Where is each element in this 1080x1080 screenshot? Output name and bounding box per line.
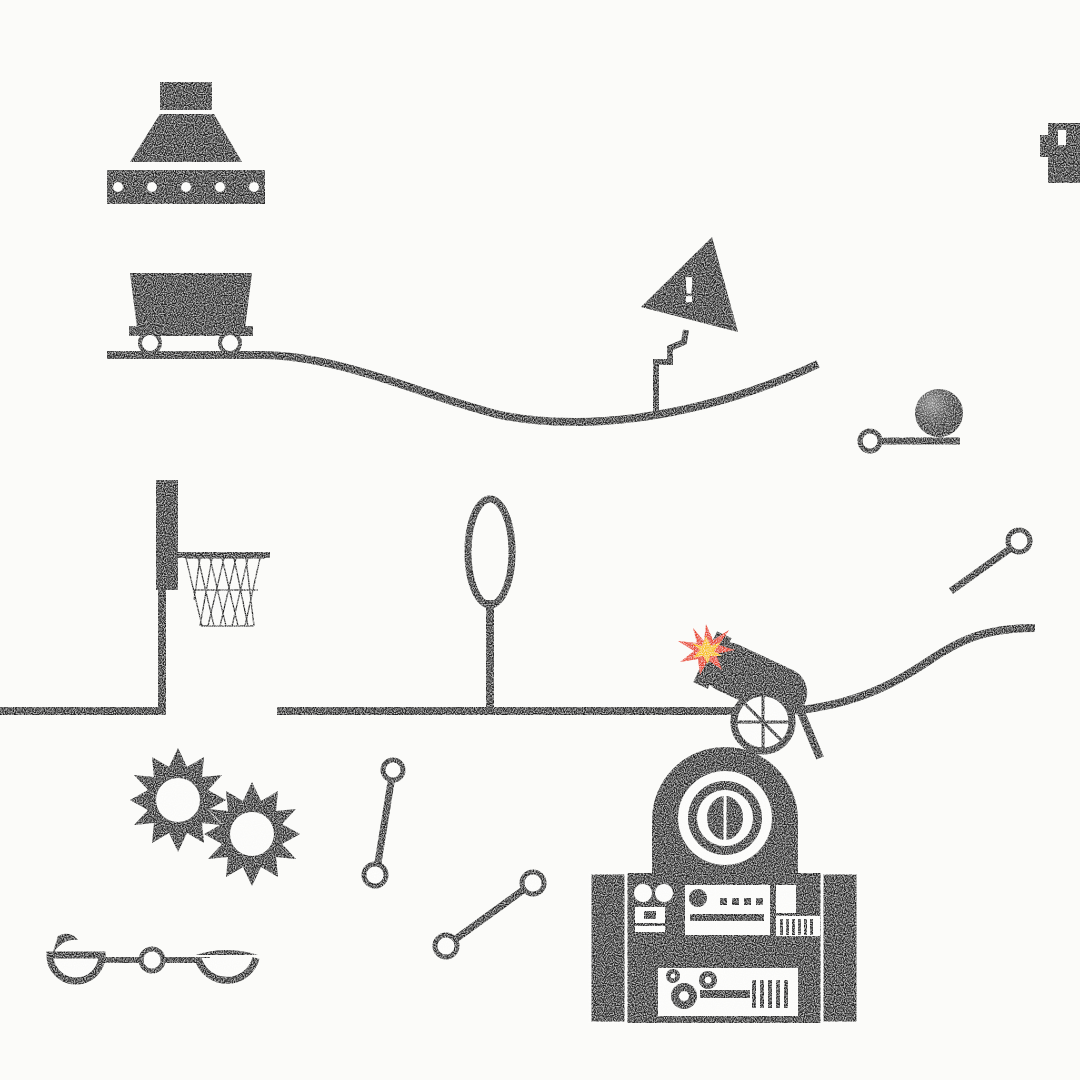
wheel-spokes: [734, 693, 792, 751]
machine-gears: [666, 969, 717, 1009]
partial-block[interactable]: [1040, 123, 1080, 183]
curved-ramp[interactable]: [789, 624, 1036, 715]
vertical-link[interactable]: [361, 757, 406, 889]
wavy-track[interactable]: [107, 351, 820, 426]
panel-details: [644, 889, 813, 1008]
machine-cabinet[interactable]: [588, 747, 860, 1025]
control-panel: [634, 884, 820, 1016]
hoop-net: [185, 557, 265, 627]
hopper-dispenser[interactable]: [107, 82, 265, 204]
conveyor-rollers: [113, 182, 259, 192]
catapult-scoop[interactable]: [46, 933, 260, 985]
mine-cart[interactable]: [129, 273, 253, 355]
warning-glyph: !: [681, 271, 697, 311]
ball-launcher[interactable]: [857, 389, 963, 454]
spiked-gears[interactable]: [130, 748, 300, 886]
ball[interactable]: [915, 389, 963, 437]
cannon[interactable]: [678, 624, 824, 760]
cannon-spark: [678, 624, 735, 675]
short-lever[interactable]: [948, 527, 1033, 594]
warning-sign[interactable]: !: [641, 237, 738, 413]
basketball-hoop[interactable]: [156, 480, 270, 711]
ring-target[interactable]: [464, 495, 516, 711]
diagonal-link[interactable]: [432, 869, 547, 960]
